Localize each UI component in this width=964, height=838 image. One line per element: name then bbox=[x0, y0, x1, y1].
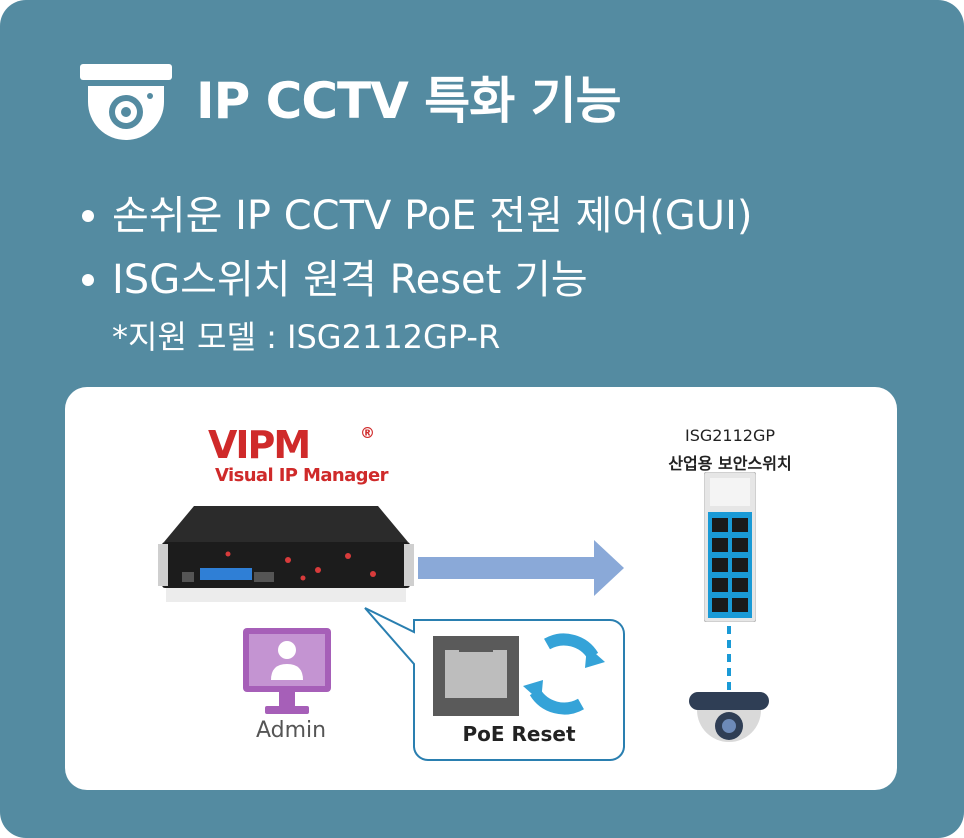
switch-model-label: ISG2112GP bbox=[684, 426, 776, 445]
poe-reset-label: PoE Reset bbox=[462, 722, 576, 746]
page-title: IP CCTV 특화 기능 bbox=[196, 72, 622, 130]
list-item: ISG스위치 원격 Reset 기능 bbox=[82, 248, 752, 312]
list-item: 손쉬운 IP CCTV PoE 전원 제어(GUI) bbox=[82, 184, 752, 248]
vipm-server-appliance bbox=[158, 506, 414, 602]
admin-label: Admin bbox=[256, 718, 327, 743]
dome-camera-icon bbox=[80, 64, 172, 140]
cctv-camera-icon bbox=[689, 692, 769, 742]
bullet-icon bbox=[82, 210, 94, 222]
poe-reset-callout bbox=[364, 607, 625, 761]
industrial-switch bbox=[704, 472, 756, 622]
switch-name-label: 산업용 보안스위치 bbox=[668, 454, 792, 473]
bullet-icon bbox=[82, 274, 94, 286]
network-link-dashed bbox=[727, 626, 731, 694]
registered-mark: ® bbox=[360, 424, 375, 442]
supported-model-note: *지원 모델 : ISG2112GP-R bbox=[112, 318, 501, 356]
vipm-logo: VIPM bbox=[208, 426, 311, 462]
admin-monitor-icon bbox=[243, 628, 331, 714]
svg-text:VIPM: VIPM bbox=[208, 426, 309, 462]
feature-list: 손쉬운 IP CCTV PoE 전원 제어(GUI) ISG스위치 원격 Res… bbox=[82, 184, 752, 362]
feature-text: ISG스위치 원격 Reset 기능 bbox=[112, 257, 588, 303]
logo-subtitle: Visual IP Manager bbox=[215, 465, 388, 486]
feature-text: 손쉬운 IP CCTV PoE 전원 제어(GUI) bbox=[112, 193, 753, 239]
arrow-right-icon bbox=[418, 540, 624, 596]
